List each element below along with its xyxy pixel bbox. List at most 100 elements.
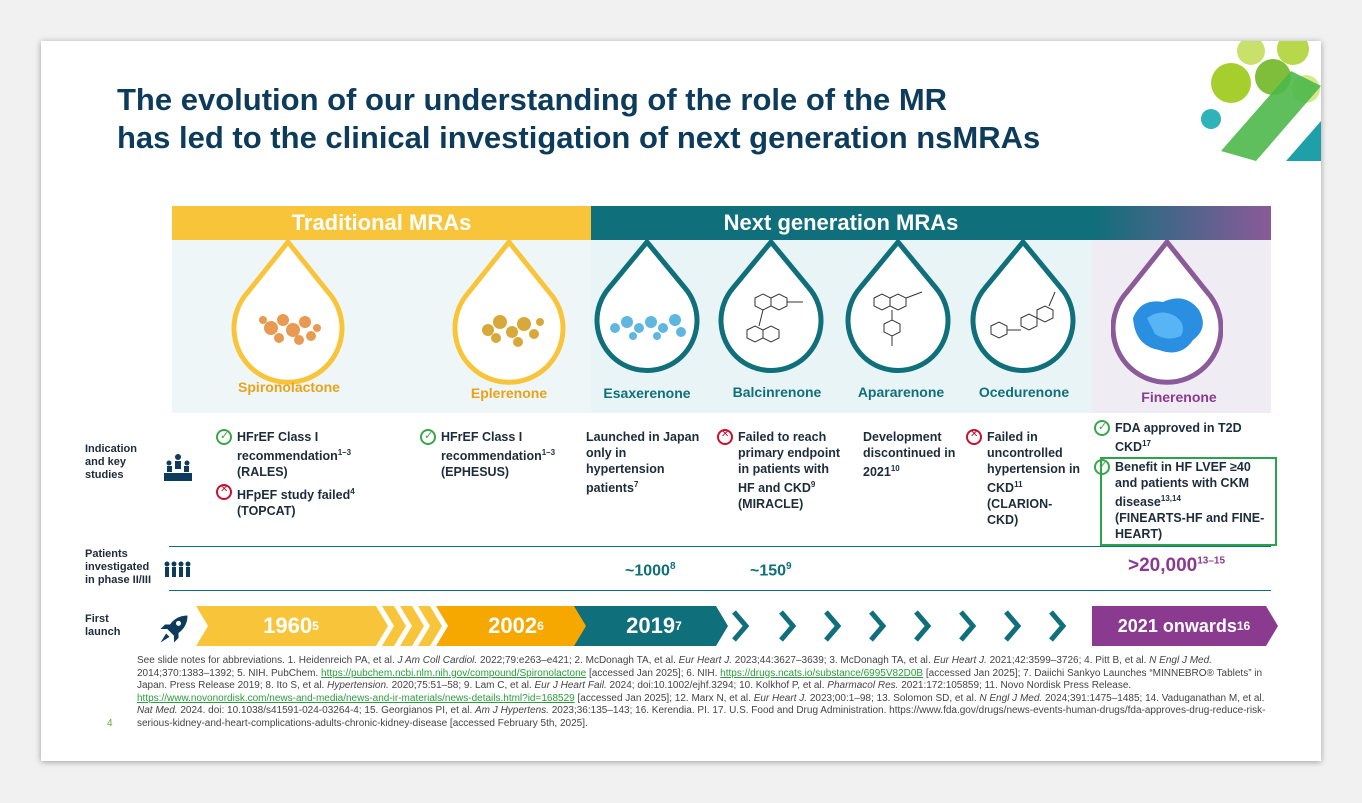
spironolactone-drop-icon <box>231 240 346 390</box>
title-line-2: has led to the clinical investigation of… <box>117 120 1041 155</box>
finerenone-benefit-note: Benefit in HF LVEF ≥40 and patients with… <box>1094 459 1267 542</box>
ref-superscript: 4 <box>350 487 355 496</box>
journal-name: N Engl J Med. <box>979 692 1043 704</box>
journal-name: Eur Heart J. <box>753 692 808 704</box>
finerenone-fda-note: FDA approved in T2D CKD17 <box>1094 420 1265 455</box>
patients-finerenone: >20,00013–15 <box>1128 555 1225 577</box>
ref-superscript: 6 <box>537 619 544 633</box>
ref-superscript: 9 <box>786 561 792 572</box>
ref-text: 2024;391:1475–1485; 14. Vaduganathan M, … <box>1042 692 1265 704</box>
ref-text: [accessed Jan 2025]; 6. NIH. <box>586 667 721 679</box>
study-name: (TOPCAT) <box>237 504 296 519</box>
ref-superscript: 16 <box>1236 619 1251 633</box>
launch-year: 1960 <box>263 613 313 638</box>
ref-text: [accessed Jan 2025]; 7. Daiichi Sankyo L… <box>137 667 1263 692</box>
ref-text: 2021;42:3599–3726; 4. Pitt B, et al. <box>986 655 1150 666</box>
journal-name: Eur J Heart Fail. <box>534 680 607 692</box>
study-name: (FINEARTS-HF and FINE-HEART) <box>1115 511 1265 542</box>
note-text: HFrEF Class I recommendation <box>441 430 542 464</box>
study-name: (CLARION-CKD) <box>987 497 1053 528</box>
traditional-mras-band: Traditional MRAs <box>172 206 591 240</box>
patient-count: >20,000 <box>1128 555 1198 576</box>
ref-superscript: 10 <box>890 464 900 473</box>
note-text: Development discontinued in 2021 <box>863 430 956 480</box>
study-name: (EPHESUS) <box>441 465 510 480</box>
molecule-name-apararenone: Apararenone <box>857 384 945 400</box>
podium-icon <box>164 454 192 481</box>
row-label-line: First <box>85 613 109 625</box>
launch-year: 2019 <box>626 613 676 638</box>
row-label-line: and key <box>85 456 126 468</box>
slide: The evolution of our understanding of th… <box>41 41 1321 761</box>
ncats-link[interactable]: https://drugs.ncats.io/substance/6995V82… <box>720 667 924 679</box>
ref-superscript: 17 <box>1142 439 1151 448</box>
study-name: (RALES) <box>237 465 288 480</box>
row-label-line: launch <box>85 626 121 638</box>
rocket-icon <box>160 615 188 643</box>
finerenone-highlight-box <box>1100 457 1277 546</box>
journal-name: Am J Hypertens. <box>475 705 549 717</box>
balcinrenone-failure-note: Failed to reach primary endpoint in pati… <box>717 429 848 512</box>
molecule-name-spironolactone: Spironolactone <box>238 379 340 395</box>
ocedurenone-drop-icon <box>969 240 1077 380</box>
eplerenone-success-note: HFrEF Class I recommendation1–3 (EPHESUS… <box>420 429 591 480</box>
spironolactone-success-note: HFrEF Class I recommendation1–3 (RALES) <box>216 429 387 480</box>
ref-superscript: 1–3 <box>541 448 556 457</box>
cross-circle-icon <box>216 484 232 500</box>
note-text: Failed in uncontrolled hypertension in C… <box>987 430 1081 496</box>
people-group-icon <box>164 561 191 577</box>
spironolactone-failure-note: HFpEF study failed4 (TOPCAT) <box>216 484 387 519</box>
apararenone-drop-icon <box>844 240 952 380</box>
launch-timeline <box>196 606 1278 646</box>
ref-superscript: 9 <box>810 480 816 489</box>
note-text: Benefit in HF LVEF ≥40 and patients with… <box>1115 460 1251 510</box>
ref-text: 2024; doi:10.1002/ejhf.3294; 10. Kolkhof… <box>606 680 828 692</box>
journal-name: Pharmacol Res. <box>827 680 899 692</box>
journal-name: Hypertension. <box>327 680 389 692</box>
row-label-line: investigated <box>85 561 150 573</box>
journal-name: J Am Coll Cardiol. <box>397 655 478 666</box>
patients-balcinrenone: ~1509 <box>750 561 792 580</box>
row-label-line: in phase II/III <box>85 574 152 586</box>
note-text: FDA approved in T2D CKD <box>1115 421 1242 455</box>
check-circle-icon <box>1094 420 1110 436</box>
esaxerenone-drop-icon <box>593 240 701 380</box>
row-label-line: studies <box>85 469 124 481</box>
ocedurenone-failure-note: Failed in uncontrolled hypertension in C… <box>966 429 1082 528</box>
row-label-line: Indication <box>85 443 137 455</box>
pubchem-link[interactable]: https://pubchem.ncbi.nlm.nih.gov/compoun… <box>321 667 587 679</box>
cross-circle-icon <box>717 429 733 445</box>
decorative-circles <box>1201 41 1321 161</box>
journal-name: Eur Heart J. <box>933 655 987 666</box>
ref-superscript: 11 <box>1014 480 1023 489</box>
references: See slide notes for abbreviations. 1. He… <box>137 655 1267 731</box>
patients-esaxerenone: ~10008 <box>625 561 676 580</box>
eplerenone-drop-icon <box>452 240 567 390</box>
journal-name: N Engl J Med. <box>1149 655 1212 666</box>
ref-text: 2021:172:105859; 11. Novo Nordisk Press … <box>898 680 1132 692</box>
novo-nordisk-link[interactable]: https://www.novonordisk.com/news-and-med… <box>137 692 575 704</box>
ref-superscript: 7 <box>633 480 639 489</box>
note-text: HFrEF Class I recommendation <box>237 430 338 464</box>
slide-title: The evolution of our understanding of th… <box>117 81 1197 157</box>
ref-text: 2023;00:1–98; 13. Solomon SD, et al. <box>807 692 980 704</box>
ref-text: 2023;44:3627–3639; 3. McDonagh TA, et al… <box>732 655 934 666</box>
journal-name: Nat Med. <box>137 705 178 717</box>
title-line-1: The evolution of our understanding of th… <box>117 82 948 117</box>
ref-superscript: 1–3 <box>337 448 352 457</box>
molecule-name-eplerenone: Eplerenone <box>470 385 548 401</box>
ref-text: [accessed Jan 2025]; 12. Marx N, et al. <box>574 692 754 704</box>
molecule-name-esaxerenone: Esaxerenone <box>603 385 691 401</box>
check-circle-icon <box>216 429 232 445</box>
molecule-name-finerenone: Finerenone <box>1141 389 1217 405</box>
check-circle-icon <box>1094 459 1110 475</box>
note-text: Launched in Japan only in hypertension p… <box>586 430 700 496</box>
ref-superscript: 7 <box>675 619 682 633</box>
launch-year: 2021 onwards <box>1117 615 1237 636</box>
row-divider <box>169 546 1271 547</box>
row-label-indication: Indication and key studies <box>85 443 137 482</box>
ref-text: 2024. doi: 10.1038/s41591-024-03264-4; 1… <box>177 705 476 717</box>
row-label-line: Patients <box>85 548 128 560</box>
